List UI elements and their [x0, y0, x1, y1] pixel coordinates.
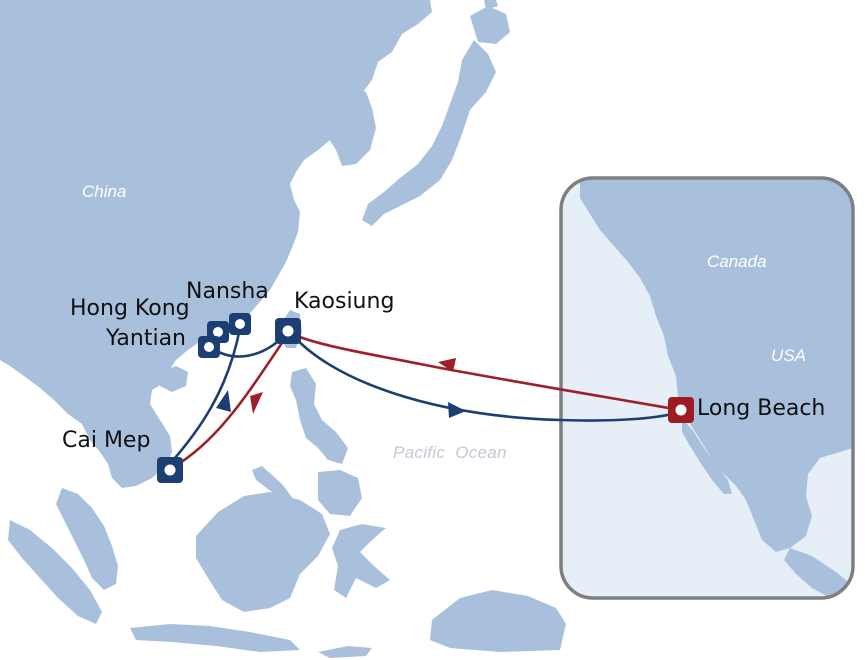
ocean-label-pacific: Pacific Ocean [393, 443, 507, 462]
sakhalin-island [484, 0, 498, 10]
japan-islands [362, 40, 496, 226]
hokkaido-island [470, 6, 510, 44]
route-arrow-eastbound [448, 402, 466, 418]
philippines-islands [290, 368, 348, 464]
port-marker-kaosiung[interactable] [275, 318, 301, 344]
route-arrow-northbound [216, 390, 231, 412]
region-label-china: China [82, 182, 127, 201]
route-long-beach-to-kaosiung [291, 332, 681, 412]
port-label-nansha: Nansha [186, 279, 269, 304]
port-label-kaosiung: Kaosiung [294, 289, 395, 314]
central-america [784, 548, 853, 598]
port-label-hong-kong: Hong Kong [70, 296, 190, 321]
port-label-long-beach: Long Beach [697, 396, 826, 421]
malay-peninsula [56, 488, 118, 590]
region-label-canada: Canada [707, 252, 767, 271]
port-markers [157, 313, 694, 483]
inset-north-america [559, 176, 855, 600]
port-marker-cai-mep[interactable] [157, 457, 183, 483]
port-label-yantian: Yantian [106, 326, 186, 351]
asia-mainland [0, 0, 432, 488]
route-arrow-westbound [438, 358, 456, 372]
lesser-sunda-islands [318, 646, 372, 658]
hainan-island [160, 366, 188, 392]
korean-peninsula [326, 86, 376, 166]
baja-california [682, 418, 732, 494]
new-guinea-island [430, 590, 566, 652]
sumatra-island [8, 520, 102, 624]
route-kaosiung-to-cai-mep [171, 333, 290, 470]
sulawesi-island [332, 524, 390, 598]
shipping-routes [167, 327, 681, 470]
borneo-island [196, 492, 330, 612]
palawan-island [252, 466, 294, 504]
java-island [130, 624, 300, 652]
region-label-usa: USA [771, 346, 806, 365]
port-marker-nansha[interactable] [229, 313, 251, 335]
mindanao-island [318, 470, 362, 516]
port-marker-yantian[interactable] [198, 336, 220, 358]
port-marker-long-beach[interactable] [668, 397, 694, 423]
north-america-land [580, 178, 853, 552]
route-cai-mep-to-nansha [167, 327, 242, 467]
route-arrow-southbound [250, 392, 263, 414]
gulf-of-mexico [808, 452, 853, 534]
port-label-cai-mep: Cai Mep [62, 428, 151, 453]
route-kaosiung-to-long-beach [289, 331, 681, 422]
